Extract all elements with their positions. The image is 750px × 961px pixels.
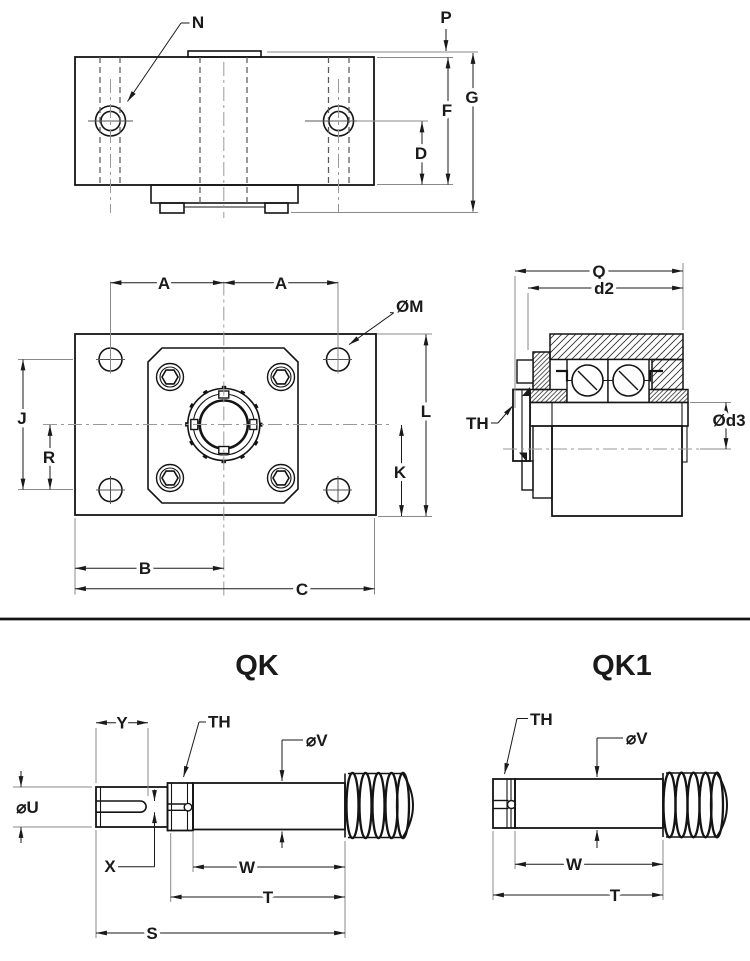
dim-label-th-section: TH [466,414,489,433]
locknut-notch [516,359,534,384]
qk1-view: QK1 [492,646,729,909]
dim-label-k: K [394,463,407,482]
dim-V-qk [279,739,303,848]
dim-L [377,333,432,517]
inner-sleeve [529,401,689,427]
end-step [681,425,688,463]
dim-label-v-qk1: ⌀V [626,729,648,748]
dim-T-qk1 [492,831,664,900]
dim-label-f: F [442,101,452,120]
shaft-section-right [648,388,689,404]
spacer-ring [532,425,553,499]
dim-label-p: P [440,8,451,27]
plan-view: A A ØM J R L K B C [14,271,435,603]
dim-P [267,29,478,53]
qk-keyed-end [95,786,169,828]
dim-label-d3: Ød3 [712,411,745,430]
dim-C [74,518,375,595]
qk-threaded-stud [344,771,415,840]
dim-label-y: Y [116,714,128,733]
qk1-title: QK1 [592,650,652,682]
dim-d2 [527,285,684,350]
seal-mark-right [648,369,663,382]
dim-label-c: C [296,580,308,599]
leader-M [348,311,396,346]
thread-mark-bottom [519,452,527,462]
dim-label-w-qk: W [239,858,256,877]
bottom-tab-right [264,202,289,214]
dim-label-l: L [421,402,431,421]
dim-T-qk [170,833,346,902]
section-view: Q d2 TH Ød3 [463,259,749,517]
dim-label-t-qk: T [263,888,274,907]
qk-groove-end [183,802,193,812]
thread-mark-top [522,387,530,396]
dim-label-r: R [43,448,55,467]
dim-F [377,57,453,185]
shaft-step [521,460,534,491]
dim-label-m: ØM [396,297,423,316]
housing-section-top [549,333,684,361]
qk1-threaded-stud [662,771,729,839]
seal-mark-left [556,369,569,382]
dim-Q [514,263,684,408]
dim-U [13,771,92,843]
dim-X [118,789,157,868]
bottom-tab-left [159,202,185,214]
dim-D [357,120,428,185]
dim-label-a-right: A [275,274,287,293]
dim-W-qk1 [514,831,664,900]
collar-section [532,351,551,391]
dim-label-d: D [415,144,427,163]
dim-B [74,518,224,595]
dim-S [95,830,346,938]
dim-W-qk [192,832,346,938]
dim-label-th-qk1: TH [530,710,553,729]
dim-label-v-qk: ⌀V [306,731,328,750]
qk-title: QK [235,650,279,682]
dim-d3 [690,402,731,450]
dim-label-b: B [139,559,151,578]
qk-journal [192,782,346,831]
dim-V-qk1 [594,737,623,848]
dim-label-w-qk1: W [566,855,583,874]
dim-label-n: N [192,13,204,32]
qk-keyway-slot [96,800,147,813]
dim-label-th-qk: TH [208,713,231,732]
dim-label-x: X [104,857,116,876]
dim-Y [95,720,149,796]
dim-label-d2: d2 [594,279,614,298]
qk-view: QK [13,646,415,947]
qk1-journal [514,778,664,829]
leader-TH-section [491,405,514,424]
leader-N [127,22,192,102]
top-boss [187,50,262,58]
dim-label-u: ⌀U [16,798,39,817]
bottom-boss [150,184,299,204]
leader-TH-qk [183,721,206,778]
dim-J [18,359,73,490]
dim-G [291,52,478,213]
hex-socket-screws [155,362,296,493]
dim-label-g: G [465,88,478,107]
housing-lower-body [551,425,683,517]
housing-section-right [651,358,684,391]
dim-label-q: Q [592,262,605,281]
shaft-section-left [529,388,568,404]
dim-label-a-left: A [158,274,170,293]
front-view: N P G F D [74,5,482,218]
flange-octagon [147,347,299,504]
dim-label-j: J [17,409,26,428]
angular-contact-bearings [556,358,663,404]
dim-label-s: S [146,924,157,943]
dim-label-t-qk1: T [610,886,621,905]
leader-TH-qk1 [504,718,528,775]
